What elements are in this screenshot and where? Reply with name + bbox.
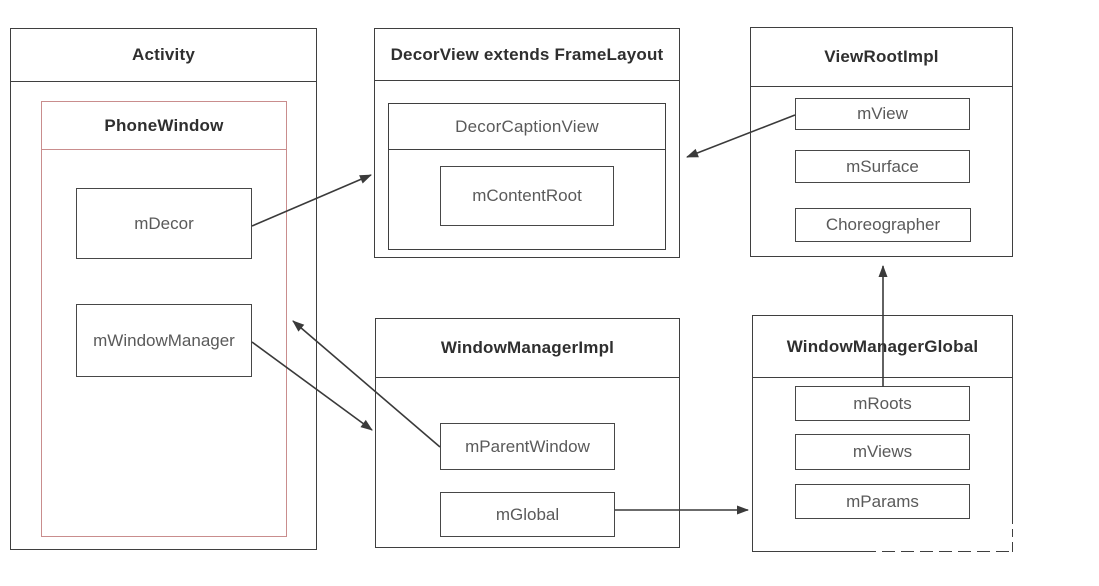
mcontentroot-field: mContentRoot (440, 166, 614, 226)
choreographer-field: Choreographer (795, 208, 971, 242)
view-root-impl-title: ViewRootImpl (751, 28, 1012, 87)
mparentwindow-field: mParentWindow (440, 423, 615, 470)
msurface-field: mSurface (795, 150, 970, 183)
decor-view-title: DecorView extends FrameLayout (375, 29, 679, 81)
mwindowmanager-field: mWindowManager (76, 304, 252, 377)
broken-border-bottom (876, 549, 1012, 553)
mparams-field: mParams (795, 484, 970, 519)
decor-caption-view-title: DecorCaptionView (389, 104, 665, 150)
broken-border-right (1009, 524, 1013, 550)
phone-window-title: PhoneWindow (42, 102, 286, 150)
mroots-field: mRoots (795, 386, 970, 421)
mviews-field: mViews (795, 434, 970, 470)
window-manager-impl-title: WindowManagerImpl (376, 319, 679, 378)
activity-title: Activity (11, 29, 316, 82)
window-manager-global-title: WindowManagerGlobal (753, 316, 1012, 378)
mview-field: mView (795, 98, 970, 130)
mglobal-field: mGlobal (440, 492, 615, 537)
mdecor-field: mDecor (76, 188, 252, 259)
